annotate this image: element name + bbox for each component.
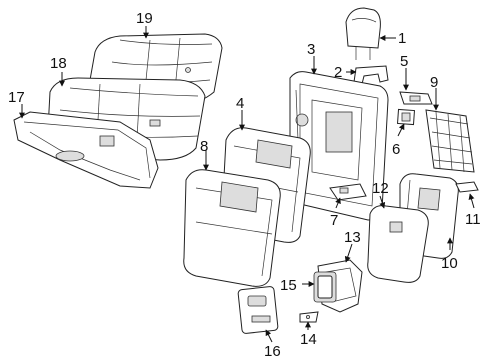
part-5-bezel[interactable] — [399, 91, 433, 105]
callout-6: 6 — [392, 141, 400, 158]
leader-lines — [19, 26, 475, 343]
callout-18: 18 — [50, 55, 67, 72]
callout-16: 16 — [264, 343, 281, 360]
leader-6 — [397, 123, 405, 137]
leader-11 — [468, 193, 475, 209]
part-14-clip[interactable] — [299, 311, 319, 323]
callout-7: 7 — [330, 212, 338, 229]
callout-9: 9 — [430, 74, 438, 91]
callout-8: 8 — [200, 138, 208, 155]
callout-19: 19 — [136, 10, 153, 27]
part-15-armrest-frame[interactable] — [313, 271, 337, 303]
callout-1: 1 — [398, 30, 406, 47]
leader-13 — [344, 243, 353, 263]
callout-17: 17 — [8, 89, 25, 106]
part-17-seat-frame[interactable] — [13, 111, 159, 189]
callout-3: 3 — [307, 41, 315, 58]
part-8-backrest[interactable] — [183, 169, 281, 287]
callout-11: 11 — [465, 211, 481, 228]
part-9-trim-panel[interactable] — [425, 109, 475, 173]
callout-13: 13 — [344, 229, 361, 246]
callout-10: 10 — [441, 255, 458, 272]
part-6-cover[interactable] — [396, 108, 416, 126]
callout-2: 2 — [334, 64, 342, 81]
part-7-bracket-plate[interactable] — [329, 183, 367, 201]
callout-14: 14 — [300, 331, 317, 348]
callout-12: 12 — [372, 180, 389, 197]
callout-15: 15 — [280, 277, 297, 294]
part-2-bracket[interactable] — [353, 65, 389, 85]
part-1-headrest[interactable] — [345, 7, 381, 60]
leader-12 — [379, 195, 386, 209]
callout-5: 5 — [400, 53, 408, 70]
callout-4: 4 — [236, 95, 244, 112]
callout-labels: 1 2 3 4 5 6 7 8 9 10 11 12 13 14 15 16 1… — [8, 10, 481, 360]
part-16-panel[interactable] — [237, 286, 279, 334]
leader-7 — [335, 197, 341, 209]
part-11-trim-piece[interactable] — [455, 181, 479, 193]
leader-16 — [265, 329, 273, 343]
part-12-backrest-cover[interactable] — [367, 205, 429, 283]
